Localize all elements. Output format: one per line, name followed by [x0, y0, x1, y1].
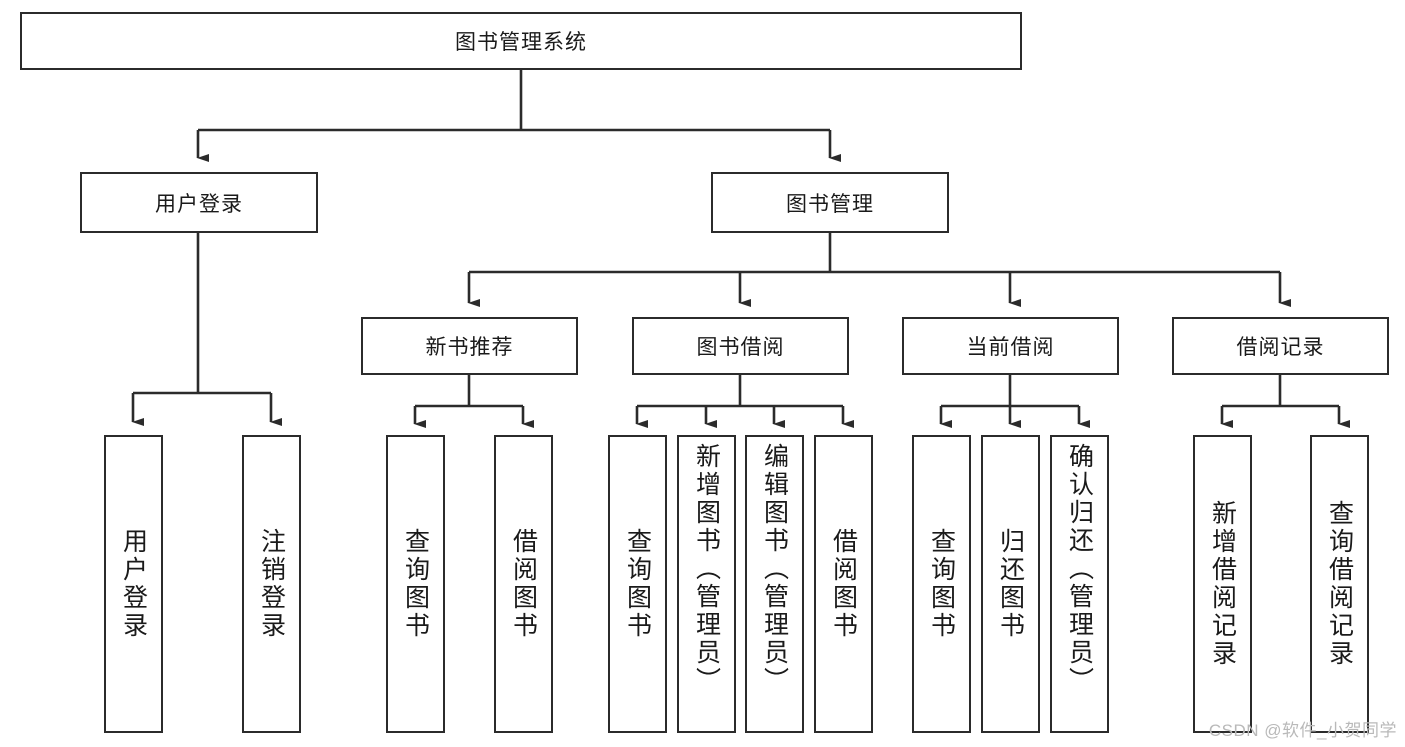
node-user-login-label: 用户登录 [155, 192, 243, 216]
node-new-book-recommend[interactable]: 新书推荐 [361, 317, 578, 375]
node-book-manage[interactable]: 图书管理 [711, 172, 949, 233]
node-leaf-confirm-return-admin-label: 确认归还（管理员） [1065, 443, 1094, 695]
node-leaf-query-borrow-record-label: 查询借阅记录 [1325, 500, 1354, 668]
node-leaf-add-borrow-record[interactable]: 新增借阅记录 [1193, 435, 1252, 733]
node-leaf-user-login[interactable]: 用户登录 [104, 435, 163, 733]
node-leaf-add-book-admin[interactable]: 新增图书（管理员） [677, 435, 736, 733]
node-leaf-edit-book-admin-label: 编辑图书（管理员） [760, 443, 789, 695]
node-leaf-query-book-1[interactable]: 查询图书 [386, 435, 445, 733]
node-leaf-return-book[interactable]: 归还图书 [981, 435, 1040, 733]
node-user-login[interactable]: 用户登录 [80, 172, 318, 233]
node-new-book-recommend-label: 新书推荐 [425, 336, 514, 359]
node-leaf-confirm-return-admin[interactable]: 确认归还（管理员） [1050, 435, 1109, 733]
node-leaf-user-login-label: 用户登录 [119, 528, 148, 640]
node-borrow-record-label: 借阅记录 [1236, 336, 1325, 359]
watermark-text: CSDN @软件_小贺同学 [1208, 721, 1397, 740]
node-borrow-record[interactable]: 借阅记录 [1172, 317, 1389, 375]
node-leaf-borrow-book-2[interactable]: 借阅图书 [814, 435, 873, 733]
node-book-borrow[interactable]: 图书借阅 [632, 317, 849, 375]
node-leaf-borrow-book-1-label: 借阅图书 [509, 528, 538, 640]
node-book-borrow-label: 图书借阅 [696, 336, 785, 359]
node-leaf-query-book-2[interactable]: 查询图书 [608, 435, 667, 733]
node-current-borrow-label: 当前借阅 [966, 336, 1055, 359]
node-leaf-query-book-2-label: 查询图书 [623, 528, 652, 640]
node-leaf-borrow-book-2-label: 借阅图书 [829, 528, 858, 640]
node-leaf-add-borrow-record-label: 新增借阅记录 [1208, 500, 1237, 668]
node-leaf-query-book-3-label: 查询图书 [927, 528, 956, 640]
node-leaf-logout-login[interactable]: 注销登录 [242, 435, 301, 733]
node-current-borrow[interactable]: 当前借阅 [902, 317, 1119, 375]
node-leaf-add-book-admin-label: 新增图书（管理员） [692, 443, 721, 695]
node-leaf-query-book-1-label: 查询图书 [401, 528, 430, 640]
node-leaf-edit-book-admin[interactable]: 编辑图书（管理员） [745, 435, 804, 733]
node-leaf-logout-login-label: 注销登录 [257, 528, 286, 640]
node-root[interactable]: 图书管理系统 [20, 12, 1022, 70]
node-book-manage-label: 图书管理 [786, 192, 874, 216]
node-root-label: 图书管理系统 [455, 31, 587, 54]
node-leaf-query-borrow-record[interactable]: 查询借阅记录 [1310, 435, 1369, 733]
node-leaf-return-book-label: 归还图书 [996, 528, 1025, 640]
node-leaf-borrow-book-1[interactable]: 借阅图书 [494, 435, 553, 733]
node-leaf-query-book-3[interactable]: 查询图书 [912, 435, 971, 733]
